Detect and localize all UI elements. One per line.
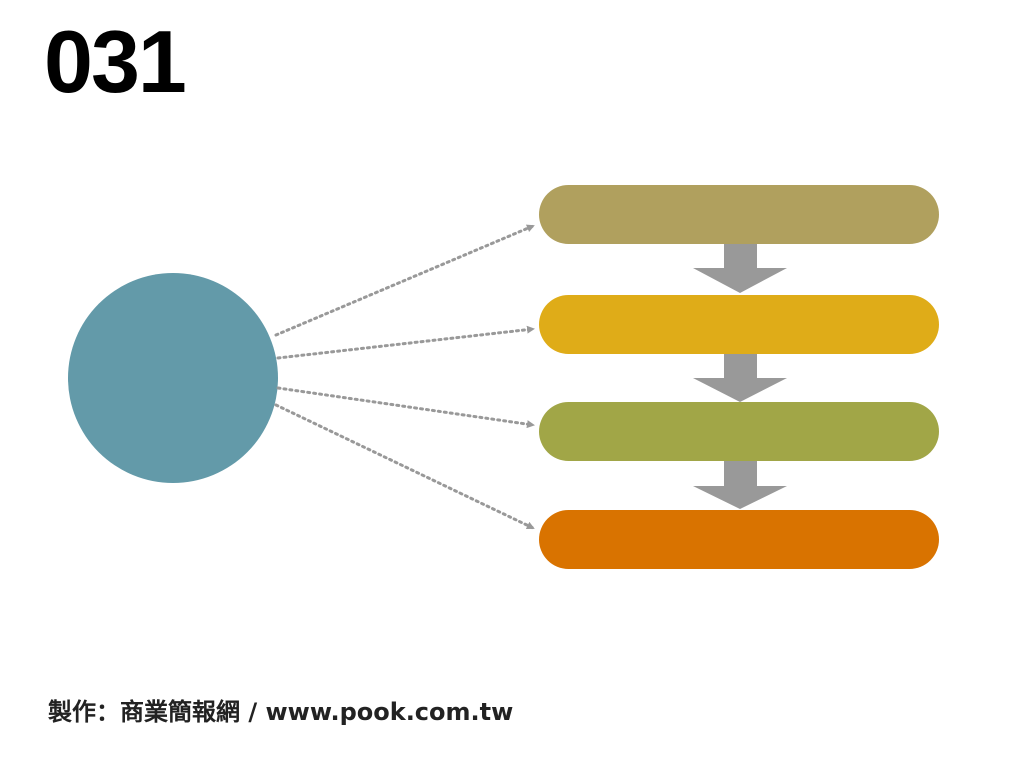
process-bar-1 <box>539 185 939 244</box>
connector-line-1 <box>274 224 535 337</box>
process-bar-3 <box>539 402 939 461</box>
source-circle <box>68 273 278 483</box>
process-bar-4 <box>539 510 939 569</box>
down-arrow-1 <box>693 243 787 293</box>
down-arrow-2 <box>693 352 787 402</box>
connector-line-2 <box>276 325 535 360</box>
down-arrows <box>693 243 787 509</box>
down-arrow-3 <box>693 460 787 509</box>
footer-credit: 製作：商業簡報網 / www.pook.com.tw <box>48 698 514 726</box>
dotted-connectors <box>274 224 535 530</box>
connector-line-4 <box>274 403 535 530</box>
slide-number: 031 <box>44 12 187 111</box>
process-bar-2 <box>539 295 939 354</box>
connector-line-3 <box>276 386 535 429</box>
